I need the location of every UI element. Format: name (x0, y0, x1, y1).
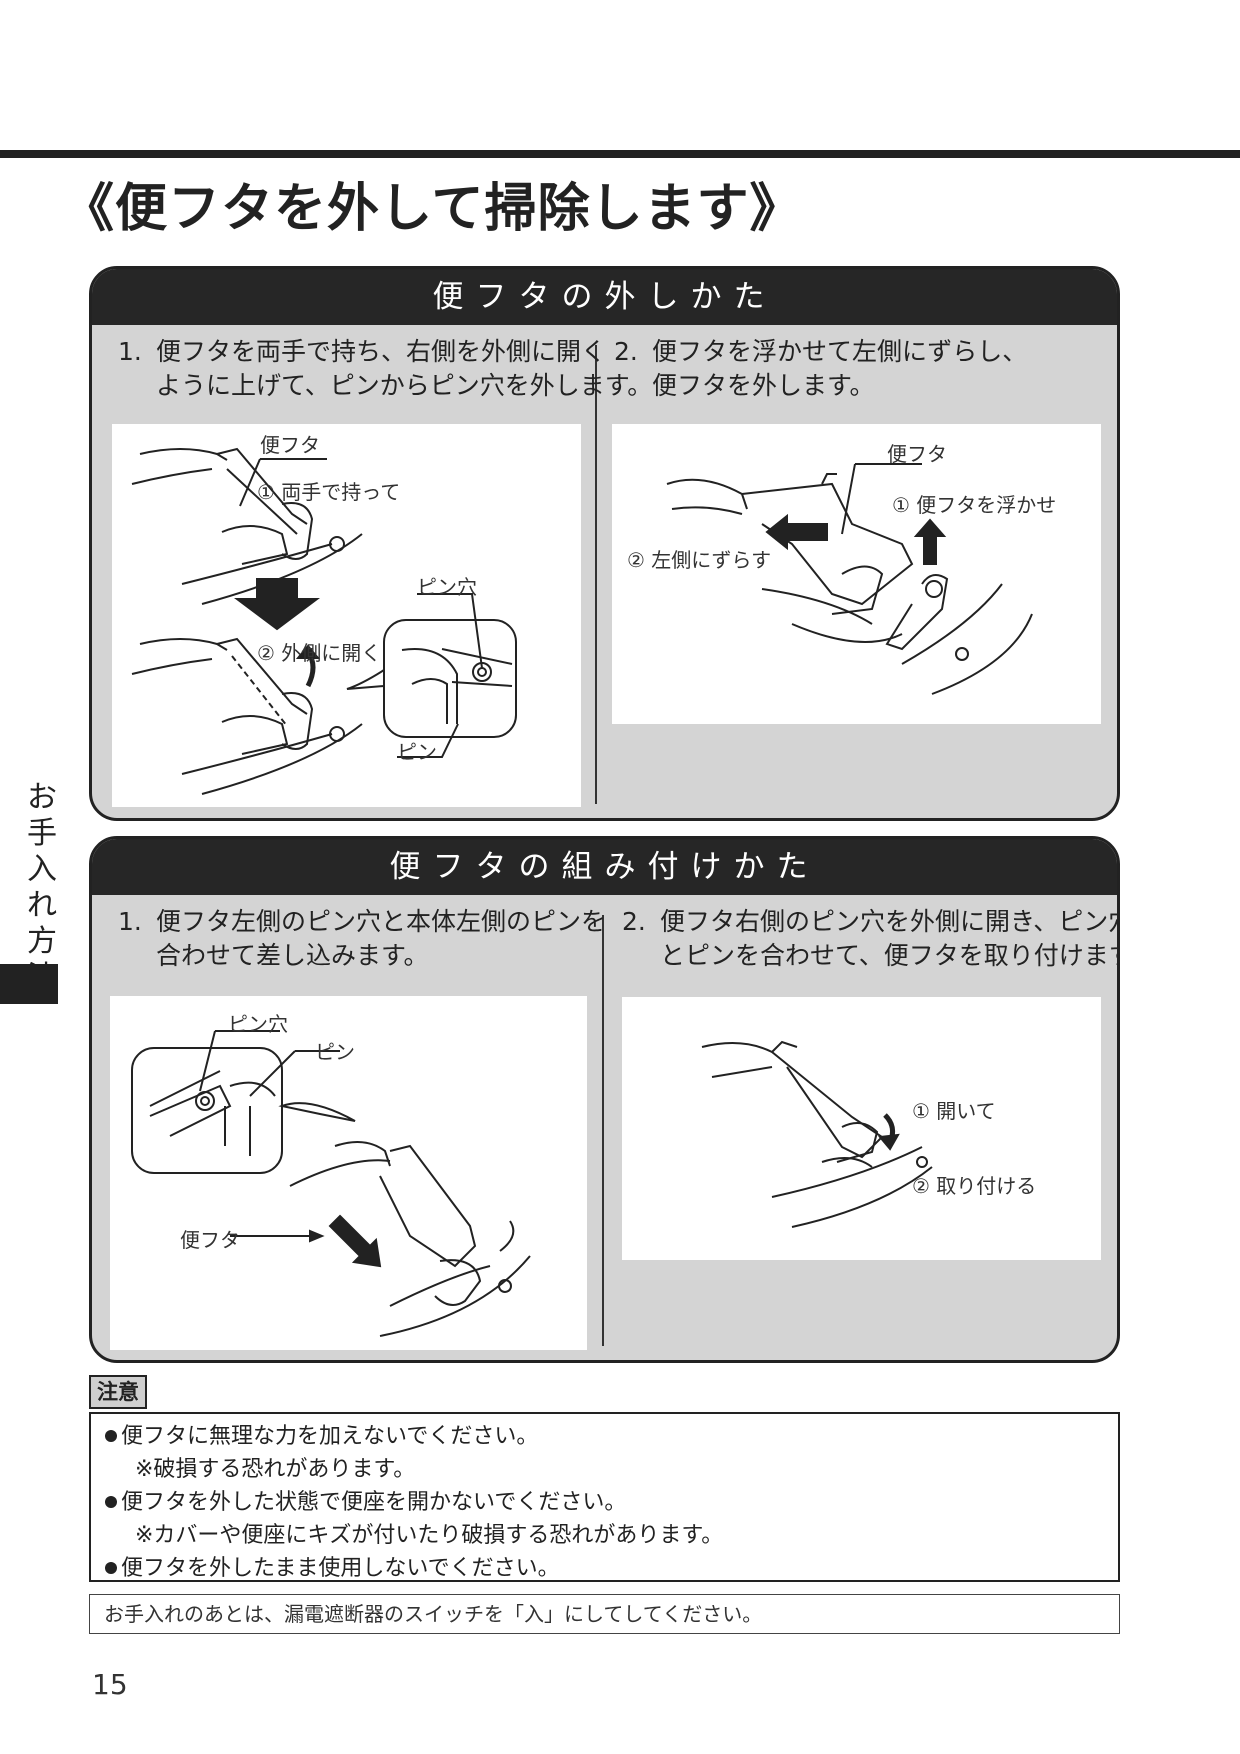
fig1-hold-label: ① 両手で持って (257, 480, 401, 504)
fig1-lid-label: 便フタ (260, 433, 320, 457)
remove-step-2-illustration: 便フタ ① 便フタを浮かせ ② 左側にずらす (612, 424, 1101, 724)
fig2-lid-label: 便フタ (887, 442, 947, 466)
attach-step-1: 1.便フタ左側のピン穴と本体左側のピンを 合わせて差し込みます。 (118, 907, 607, 970)
fig1-pin-label: ピン (397, 740, 437, 764)
attach-lid-panel: 便フタの組み付けかた 1.便フタ左側のピン穴と本体左側のピンを 合わせて差し込み… (89, 836, 1120, 1363)
column-divider (595, 345, 597, 804)
remove-lid-panel: 便フタの外しかた 1.便フタを両手で持ち、右側を外側に開く ように上げて、ピンか… (89, 266, 1120, 821)
remove-step-2: 2.便フタを浮かせて左側にずらし、 便フタを外します。 (614, 337, 1028, 400)
bullet-icon (105, 1562, 117, 1574)
remove-step-1: 1.便フタを両手で持ち、右側を外側に開く ように上げて、ピンからピン穴を外します… (118, 337, 653, 400)
remove-panel-header: 便フタの外しかた (92, 269, 1117, 325)
fig1-pin-hole-label: ピン穴 (417, 575, 477, 599)
fig4-attach-label: ② 取り付ける (912, 1174, 1037, 1198)
attach-step-2-illustration: ① 開いて ② 取り付ける (622, 997, 1101, 1260)
column-divider (602, 915, 604, 1346)
caution-note: ※破損する恐れがあります。 (135, 1457, 416, 1482)
attach-step-2: 2.便フタ右側のピン穴を外側に開き、ピン穴 とピンを合わせて、便フタを取り付けま… (622, 907, 1120, 970)
fig1-open-label: ② 外側に開く (257, 641, 382, 665)
side-tab-marker (0, 964, 58, 1004)
caution-item: 便フタを外したまま使用しないでください。 (105, 1552, 1118, 1585)
remove-step-1-illustration: 便フタ ① 両手で持って ② 外側に開く ピン穴 ピン (112, 424, 581, 807)
fig2-slide-label: ② 左側にずらす (627, 548, 772, 572)
caution-note: ※カバーや便座にキズが付いたり破損する恐れがあります。 (135, 1523, 724, 1548)
top-rule (0, 150, 1240, 158)
fig4-open-label: ① 開いて (912, 1099, 996, 1123)
caution-item: 便フタを外した状態で便座を開かないでください。 (105, 1486, 1118, 1519)
caution-box: 便フタに無理な力を加えないでください。 ※破損する恐れがあります。 便フタを外し… (89, 1412, 1120, 1582)
bullet-icon (105, 1496, 117, 1508)
fig3-pin-hole-label: ピン穴 (228, 1012, 288, 1036)
caution-tag: 注意 (89, 1375, 147, 1409)
caution-item: 便フタに無理な力を加えないでください。 (105, 1420, 1118, 1453)
attach-panel-header: 便フタの組み付けかた (92, 839, 1117, 895)
bullet-icon (105, 1430, 117, 1442)
fig3-pin-label: ピン (315, 1040, 355, 1064)
page-title: 《便フタを外して掃除します》 (62, 179, 803, 239)
info-note: お手入れのあとは、漏電遮断器のスイッチを「入」にしてしてください。 (89, 1594, 1120, 1634)
fig2-float-label: ① 便フタを浮かせ (892, 493, 1057, 517)
attach-step-1-illustration: ピン穴 ピン 便フタ (110, 996, 587, 1350)
page-number: 15 (92, 1668, 128, 1701)
fig3-lid-label: 便フタ (180, 1228, 240, 1252)
